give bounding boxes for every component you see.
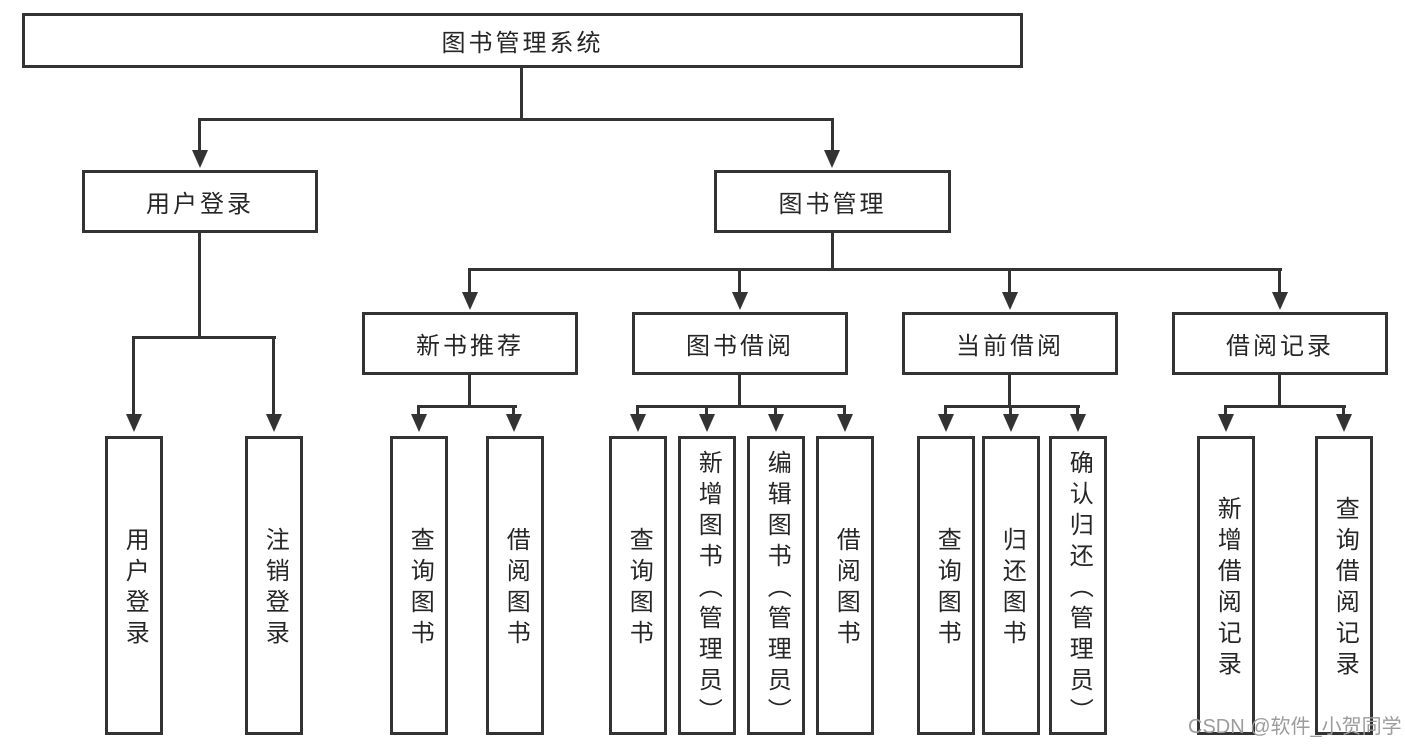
connector-to-book-borrow (738, 268, 741, 294)
leaf-label: 查询图书 (406, 527, 434, 651)
leaf-label: 借阅图书 (502, 527, 530, 651)
node-user-login: 用户登录 (82, 170, 318, 233)
arrow-down-icon (506, 414, 522, 432)
arrow-down-icon (411, 414, 427, 432)
arrow-down-icon (1218, 414, 1234, 432)
arrow-down-icon (732, 292, 748, 310)
node-book-mgmt-label: 图书管理 (778, 191, 887, 218)
connector-leaf-stub (636, 405, 639, 417)
connector-leaf-stub (1342, 405, 1345, 417)
connector-leaf-stub (512, 405, 515, 417)
arrow-down-icon (1070, 414, 1086, 432)
leaf-add-books-admin: 新增图书（管理员） (678, 436, 736, 735)
leaf-label: 新增图书（管理员） (694, 449, 722, 729)
node-new-book-rec: 新书推荐 (362, 312, 578, 375)
node-borrow-records: 借阅记录 (1172, 312, 1388, 375)
leaf-add-borrow-record: 新增借阅记录 (1197, 436, 1255, 735)
arrow-down-icon (938, 414, 954, 432)
connector-leaf-stub (843, 405, 846, 417)
connector-leaf-stub (417, 405, 420, 417)
connector-to-borrow-records (1278, 268, 1281, 294)
leaf-user-login-label: 用户登录 (121, 527, 149, 651)
connector-current-borrow-drop (1008, 375, 1011, 408)
connector-book-mgmt-drop (831, 233, 834, 271)
arrow-down-icon (768, 414, 784, 432)
leaf-label: 确认归还（管理员） (1065, 449, 1093, 729)
connector-root-branch (198, 118, 834, 121)
connector-borrow-records-drop (1278, 375, 1281, 408)
arrow-down-icon (1002, 292, 1018, 310)
leaf-user-login: 用户登录 (105, 436, 163, 735)
leaf-label: 新增借阅记录 (1213, 496, 1241, 682)
leaf-label: 查询图书 (625, 527, 653, 651)
csdn-watermark: CSDN @软件_小贺同学 (1188, 716, 1402, 738)
arrow-down-icon (699, 414, 715, 432)
connector-user-login-branch (132, 336, 276, 339)
connector-root-drop (520, 68, 523, 120)
leaf-confirm-return-admin: 确认归还（管理员） (1049, 436, 1107, 735)
leaf-logout-label: 注销登录 (261, 527, 289, 651)
arrow-down-icon (1336, 414, 1352, 432)
leaf-label: 归还图书 (998, 527, 1026, 651)
node-user-login-label: 用户登录 (146, 191, 254, 218)
node-current-borrow-label: 当前借阅 (956, 333, 1064, 360)
connector-leaf-stub (1224, 405, 1227, 417)
connector-book-borrow-branch (636, 405, 846, 408)
node-root-label: 图书管理系统 (441, 30, 604, 57)
arrow-down-icon (462, 292, 478, 310)
connector-leaf-stub (1009, 405, 1012, 417)
connector-user-login-drop (198, 233, 201, 339)
leaf-query-borrow-record: 查询借阅记录 (1315, 436, 1373, 735)
arrow-down-icon (266, 414, 282, 432)
node-new-book-rec-label: 新书推荐 (416, 333, 524, 360)
connector-leaf-stub (774, 405, 777, 417)
connector-to-book-mgmt (831, 118, 834, 154)
node-book-borrow-label: 图书借阅 (686, 333, 794, 360)
connector-book-borrow-drop (738, 375, 741, 408)
arrow-down-icon (837, 414, 853, 432)
leaf-label: 借阅图书 (832, 527, 860, 651)
connector-to-user-login (198, 118, 201, 154)
connector-to-leaf-login (132, 336, 135, 416)
connector-current-borrow-branch (944, 405, 1080, 408)
arrow-down-icon (630, 414, 646, 432)
connector-to-leaf-logout (272, 336, 275, 416)
connector-to-new-book-rec (468, 268, 471, 294)
arrow-down-icon (126, 414, 142, 432)
connector-leaf-stub (944, 405, 947, 417)
leaf-label: 查询图书 (933, 527, 961, 651)
node-borrow-records-label: 借阅记录 (1226, 333, 1334, 360)
connector-new-book-branch (417, 405, 517, 408)
connector-new-book-drop (468, 375, 471, 408)
leaf-query-books-current: 查询图书 (917, 436, 975, 735)
node-book-mgmt: 图书管理 (714, 170, 951, 233)
leaf-return-books: 归还图书 (982, 436, 1040, 735)
leaf-label: 查询借阅记录 (1331, 496, 1359, 682)
leaf-logout: 注销登录 (245, 436, 303, 735)
connector-book-mgmt-branch (468, 268, 1282, 271)
connector-leaf-stub (1076, 405, 1079, 417)
node-root-library-system: 图书管理系统 (22, 13, 1023, 68)
leaf-query-books-new-book: 查询图书 (390, 436, 448, 735)
leaf-query-books-borrow: 查询图书 (609, 436, 667, 735)
leaf-borrow-books-borrow: 借阅图书 (816, 436, 874, 735)
node-current-borrow: 当前借阅 (902, 312, 1118, 375)
leaf-label: 编辑图书（管理员） (763, 449, 791, 729)
arrow-down-icon (192, 150, 208, 168)
leaf-edit-books-admin: 编辑图书（管理员） (747, 436, 805, 735)
connector-borrow-records-branch (1224, 405, 1346, 408)
leaf-borrow-books-new-book: 借阅图书 (486, 436, 544, 735)
connector-to-current-borrow (1008, 268, 1011, 294)
connector-leaf-stub (705, 405, 708, 417)
node-book-borrow: 图书借阅 (632, 312, 848, 375)
arrow-down-icon (824, 150, 840, 168)
arrow-down-icon (1272, 292, 1288, 310)
arrow-down-icon (1003, 414, 1019, 432)
